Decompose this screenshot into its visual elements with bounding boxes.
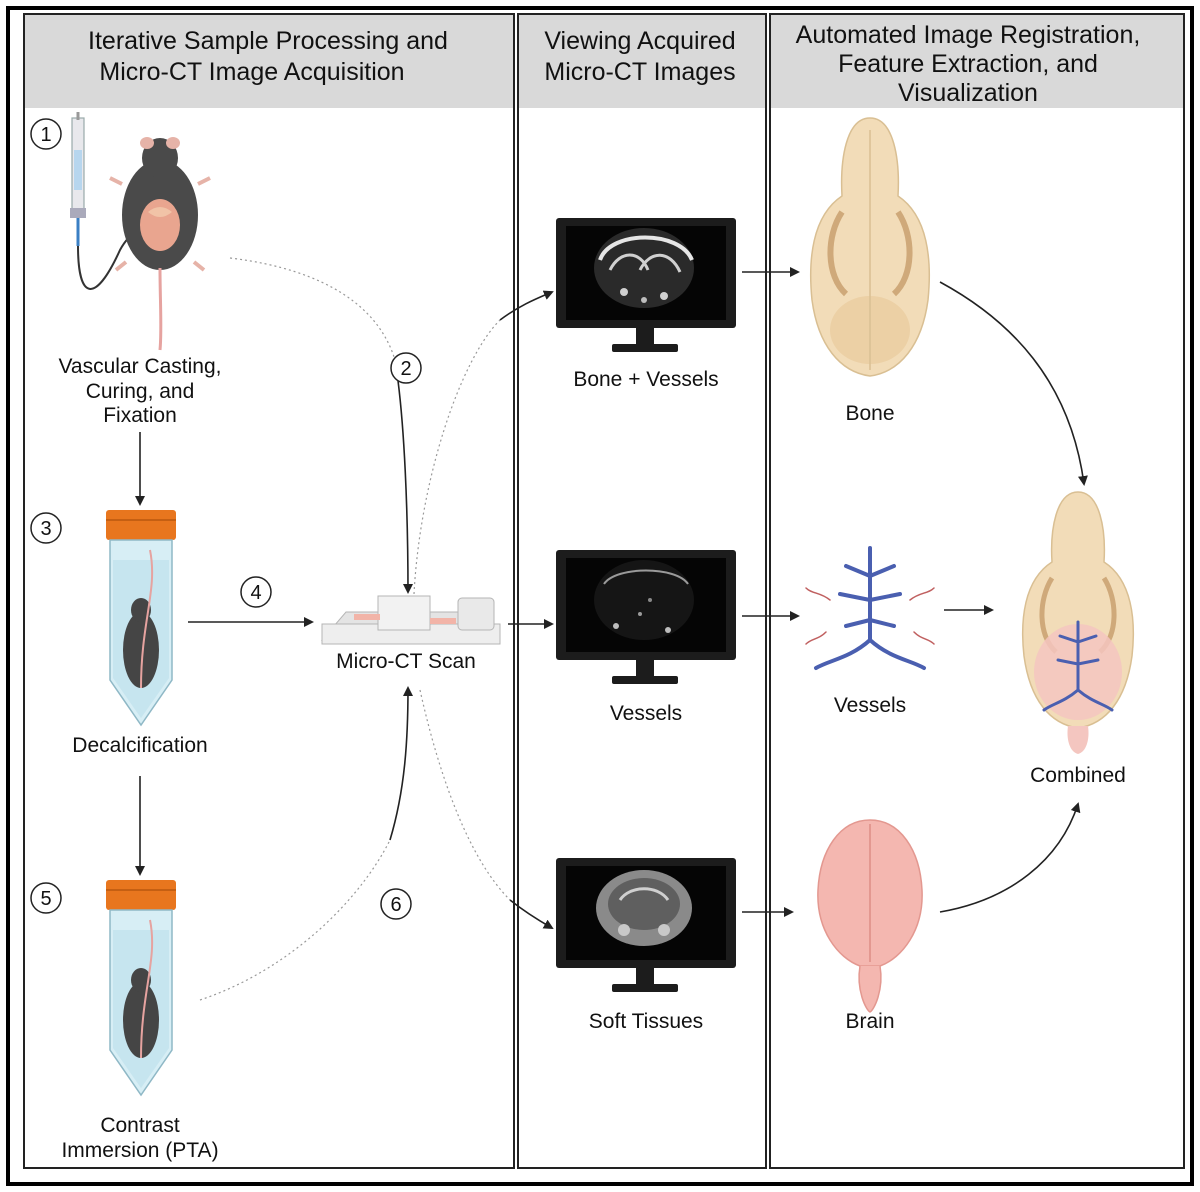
- step-2-number: 2: [400, 358, 411, 380]
- arrow-casting-to-scan-dotted: [229, 257, 396, 361]
- vessels-view-label: Vessels: [610, 702, 682, 725]
- header-col2-line2: Micro-CT Images: [544, 58, 735, 86]
- tube-contrast-icon: [106, 880, 176, 1097]
- header-col1-line1: Iterative Sample Processing and: [88, 27, 448, 55]
- syringe-icon: [70, 112, 151, 290]
- step-2-marker: [390, 352, 422, 384]
- step-4-number: 4: [250, 582, 261, 604]
- arrow-brain-to-combined: [939, 802, 1081, 913]
- vessels-out-label: Vessels: [834, 694, 906, 717]
- step-5-number: 5: [40, 888, 51, 910]
- step-3-marker: [30, 512, 62, 544]
- arrow-scan-to-bone-dotted: [413, 319, 501, 595]
- mouse-icon: [109, 137, 211, 351]
- step-6-number: 6: [390, 894, 401, 916]
- vessel-tree-icon: [805, 546, 935, 670]
- panel-registration: [769, 13, 1185, 1169]
- decal-label: Decalcification: [72, 734, 207, 757]
- skull-icon: [809, 117, 931, 377]
- bone-vessels-label: Bone + Vessels: [573, 368, 718, 391]
- arrow-contrast-to-scan: [389, 686, 413, 841]
- brain-icon: [817, 819, 923, 1013]
- step-1-number: 1: [40, 124, 51, 146]
- step-5-marker: [30, 882, 62, 914]
- step-1-marker: [30, 118, 62, 150]
- step-6-marker: [380, 888, 412, 920]
- monitor-soft-tissues: [556, 858, 736, 992]
- brain-label: Brain: [845, 1010, 894, 1033]
- header-col1-line2: Micro-CT Image Acquisition: [99, 58, 404, 86]
- header-bg-2: [518, 14, 766, 108]
- monitor-vessels: [556, 550, 736, 684]
- step-4-marker: [240, 576, 272, 608]
- arrow-casting-to-scan: [394, 359, 413, 594]
- combined-label: Combined: [1030, 764, 1126, 787]
- casting-label-2: Curing, and: [86, 380, 195, 403]
- arrow-bone-to-combined: [939, 281, 1088, 486]
- casting-label-3: Fixation: [103, 404, 177, 427]
- arrow-scan-to-bone-vessels: [499, 290, 554, 321]
- combined-skull-icon: [1021, 491, 1135, 754]
- contrast-label-1: Contrast: [100, 1114, 180, 1137]
- arrow-scan-to-soft: [509, 899, 554, 929]
- header-col3-line3: Visualization: [898, 79, 1038, 107]
- casting-label-1: Vascular Casting,: [58, 355, 221, 378]
- bone-label: Bone: [845, 402, 894, 425]
- scan-label: Micro-CT Scan: [336, 650, 476, 673]
- monitor-bone-vessels: [556, 218, 736, 352]
- contrast-label-2: Immersion (PTA): [61, 1139, 218, 1162]
- panel-processing: [23, 13, 515, 1169]
- panel-viewing: [517, 13, 767, 1169]
- tube-decal-icon: [106, 510, 176, 727]
- micro-ct-scanner-icon: [320, 595, 501, 645]
- soft-tissues-label: Soft Tissues: [589, 1010, 703, 1033]
- header-col3-line2: Feature Extraction, and: [838, 50, 1098, 78]
- header-bg-3: [770, 14, 1184, 108]
- arrow-contrast-to-scan-dotted: [199, 839, 391, 1001]
- header-col3-line1: Automated Image Registration,: [796, 21, 1141, 49]
- header-bg-1: [24, 14, 514, 108]
- header-col2-line1: Viewing Acquired: [544, 27, 735, 55]
- step-3-number: 3: [40, 518, 51, 540]
